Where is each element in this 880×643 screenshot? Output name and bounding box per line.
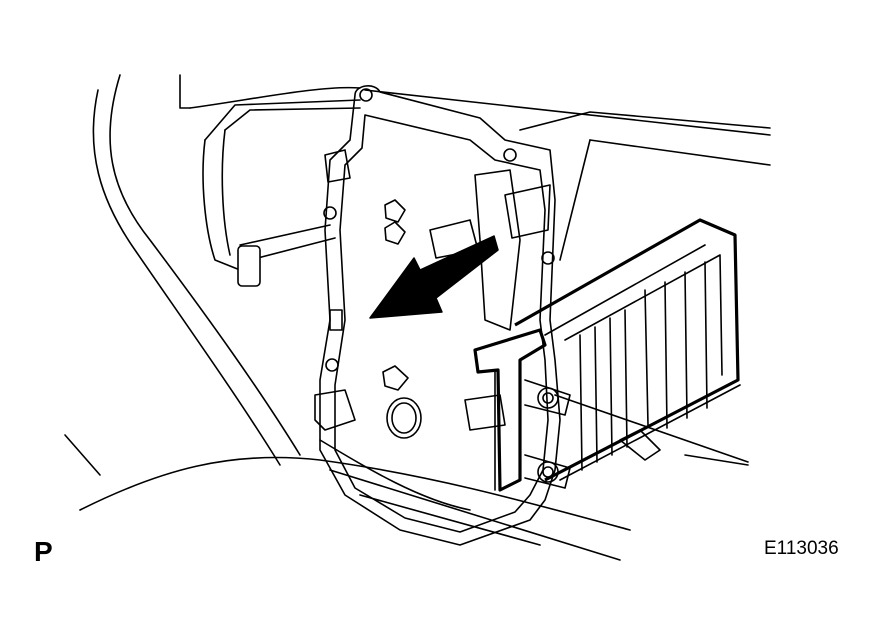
- filter-cover-panel: [314, 85, 561, 546]
- corner-letter-label: P: [34, 536, 53, 567]
- figure-code-label: E113036: [764, 538, 839, 559]
- blower-housing-frame: [202, 99, 361, 287]
- removal-direction-arrow-icon: [369, 235, 499, 319]
- leader-lines: [64, 394, 749, 561]
- filter-retaining-bracket: [473, 328, 571, 492]
- dashboard-outline: [92, 74, 771, 466]
- cabin-air-filter: [514, 218, 741, 482]
- filter-pleats: [579, 261, 708, 471]
